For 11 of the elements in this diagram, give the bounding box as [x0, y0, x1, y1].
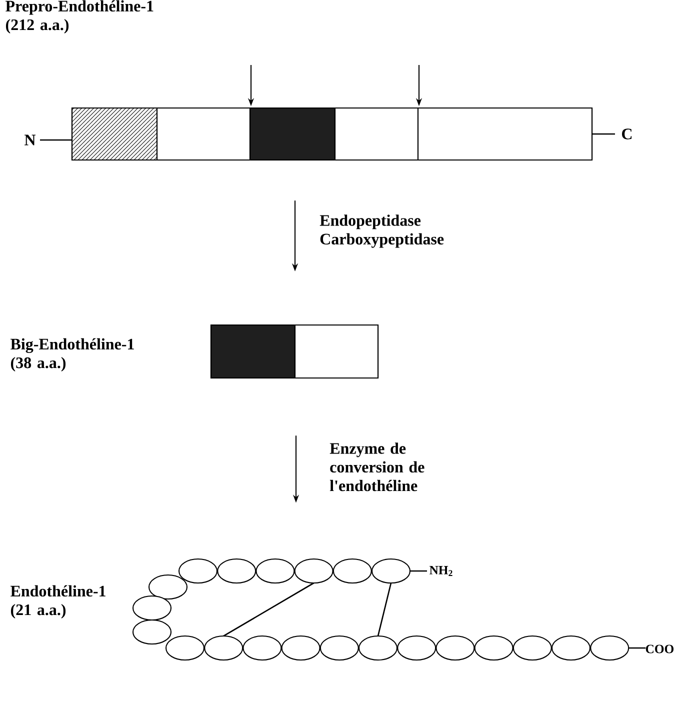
- terminus-label: C: [622, 128, 632, 140]
- terminus-label: COO: [646, 644, 674, 654]
- protein-bar: [210, 324, 379, 379]
- edge-label: Endopeptidase Carboxypeptidase: [318, 213, 454, 250]
- protein-name: Endothéline-1 (21 a.a.): [10, 585, 106, 618]
- terminus-label: NH$_{2}$: [430, 566, 452, 576]
- protein-name: Prepro-Endothéline-1 (212 a.a.): [6, 0, 154, 34]
- terminus-label: N: [24, 134, 36, 146]
- peptide-chain-drawing: [132, 558, 646, 661]
- protein-name: Big-Endothéline-1 (38 a.a.): [10, 338, 134, 372]
- edge-label: Enzyme de conversion de l'endothéline: [328, 441, 438, 493]
